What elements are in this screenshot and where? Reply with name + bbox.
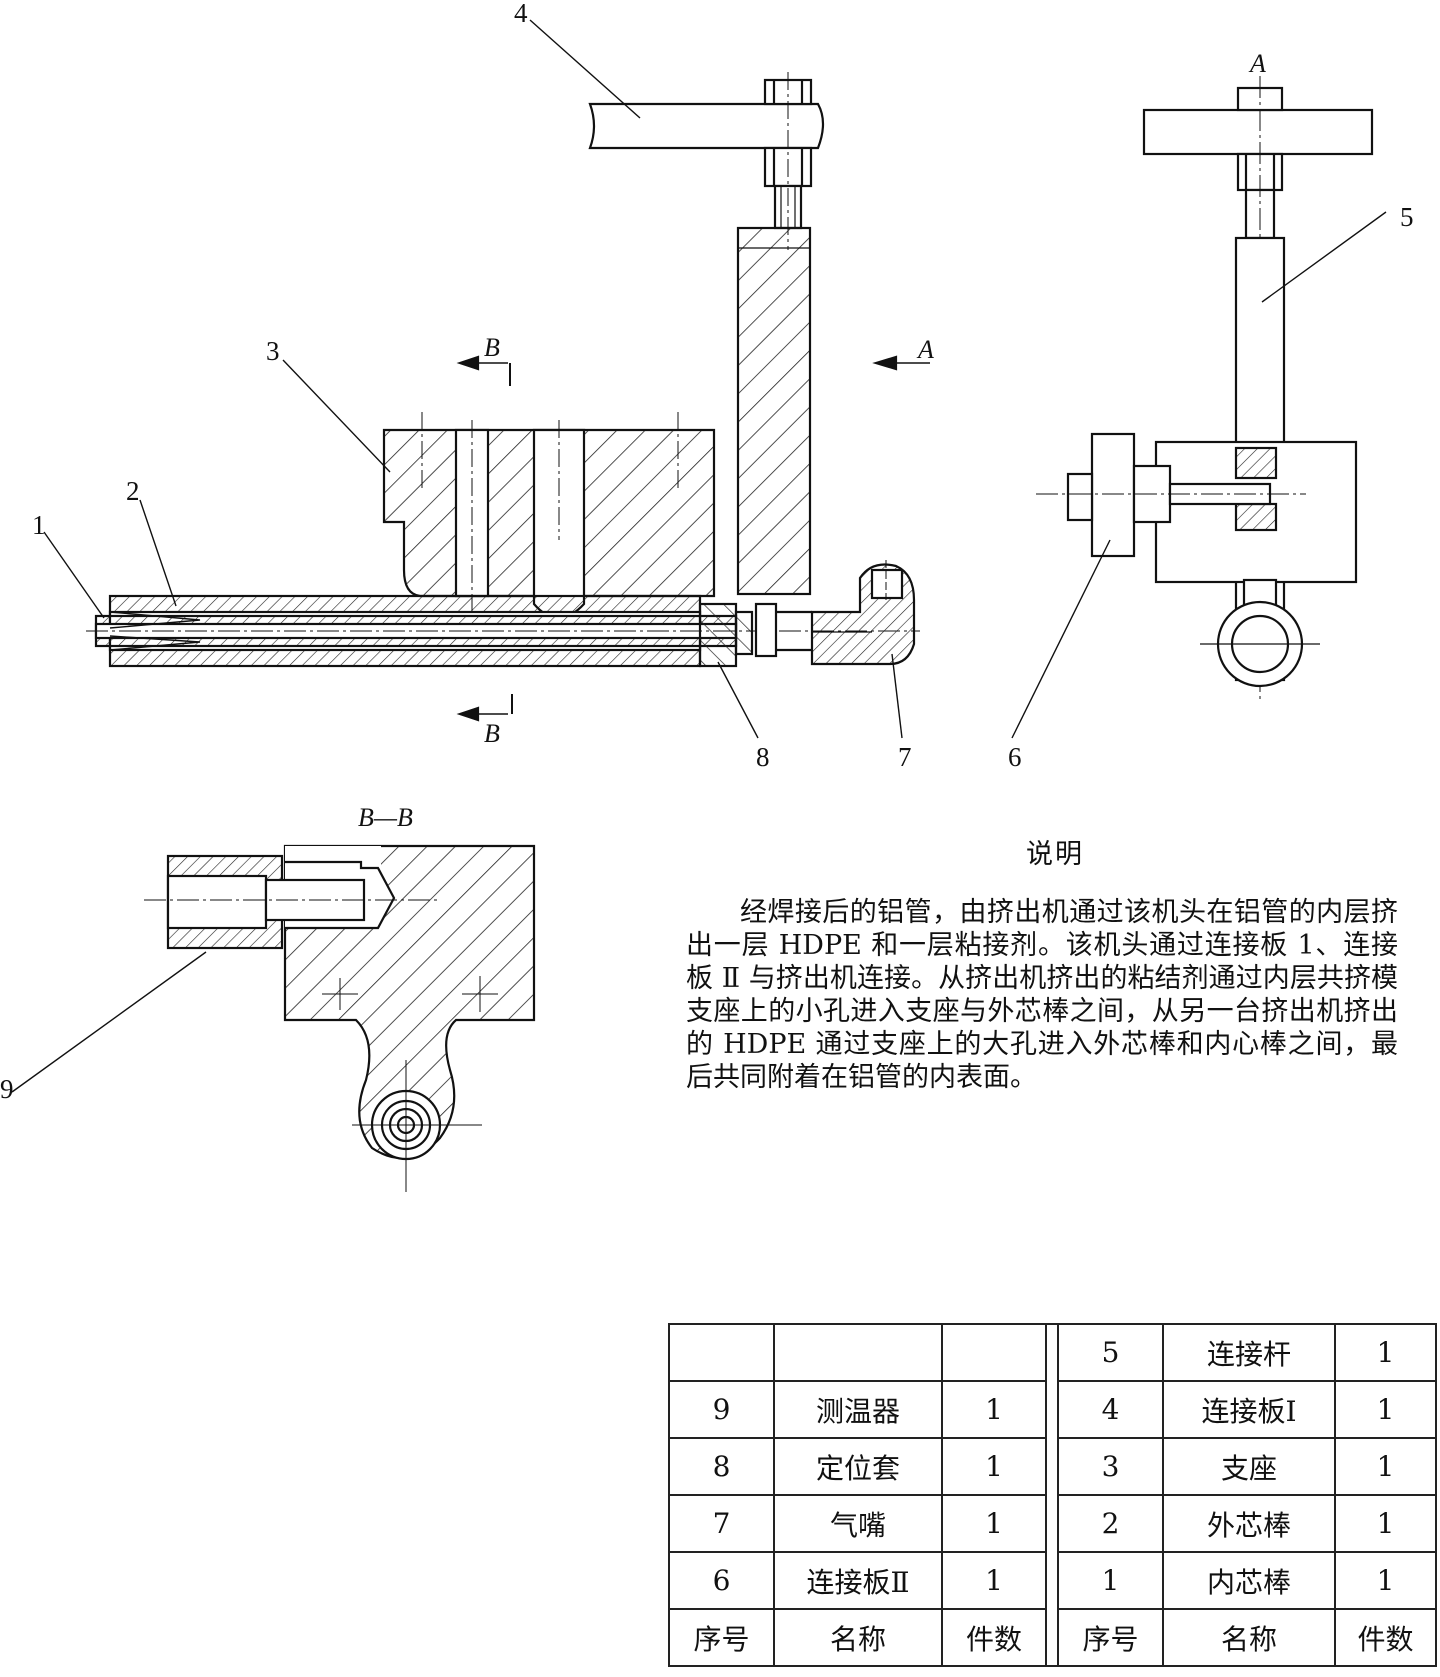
note-body: 经焊接后的铝管，由挤出机通过该机头在铝管的内层挤出一层 HDPE 和一层粘接剂。… [686,896,1398,1094]
table-divider [1045,1438,1059,1495]
part-quantity-cell: 1 [1334,1437,1437,1496]
header-name: 名称 [773,1608,943,1667]
callout-1: 1 [32,510,46,540]
callout-8: 8 [756,742,770,772]
callout-4: 4 [514,0,528,28]
main-view [43,19,930,739]
part-name-cell: 内芯棒 [1162,1551,1336,1610]
part-name-cell: 测温器 [773,1380,943,1439]
header-number: 序号 [1057,1608,1164,1667]
view-a-plate-6 [1090,432,1136,558]
part-number-cell: 6 [668,1551,775,1610]
part-name-cell: 连接杆 [1162,1323,1336,1382]
part-quantity-cell: 1 [1334,1494,1437,1553]
header-quantity: 件数 [941,1608,1047,1667]
part-number-cell: 1 [1057,1551,1164,1610]
part-quantity-cell [941,1323,1047,1382]
part-number-cell: 5 [1057,1323,1164,1382]
locating-sleeve [698,602,738,668]
callout-2: 2 [126,476,140,506]
table-header-row: 序号名称件数序号名称件数 [668,1608,1437,1667]
part-number-cell: 2 [1057,1494,1164,1553]
callout-5: 5 [1400,202,1414,232]
header-name: 名称 [1162,1608,1336,1667]
part-name-cell: 气嘴 [773,1494,943,1553]
part-name-cell: 连接板Ⅱ [773,1551,943,1610]
part-number-cell: 3 [1057,1437,1164,1496]
table-divider [1045,1552,1059,1609]
part-number-cell: 7 [668,1494,775,1553]
section-b-bottom-letter: B [484,719,500,748]
table-divider [1045,1495,1059,1552]
callout-6: 6 [1008,742,1022,772]
part-number-cell [668,1323,775,1382]
table-divider [1045,1381,1059,1438]
view-a-letter: A [1248,49,1266,78]
view-a-plate [1142,108,1374,156]
part-number-cell: 8 [668,1437,775,1496]
part-name-cell: 定位套 [773,1437,943,1496]
part-name-cell: 连接板Ⅰ [1162,1380,1336,1439]
part-quantity-cell: 1 [941,1494,1047,1553]
note-text: 经焊接后的铝管，由挤出机通过该机头在铝管的内层挤出一层 HDPE 和一层粘接剂。… [686,897,1398,1093]
connecting-plate-1 [588,102,825,150]
callout-3: 3 [266,336,280,366]
table-divider [1045,1609,1059,1667]
part-number-cell: 4 [1057,1380,1164,1439]
part-number-cell: 9 [668,1380,775,1439]
note-title: 说明 [1026,839,1084,870]
callout-7: 7 [898,742,912,772]
part-quantity-cell: 1 [1334,1323,1437,1382]
part-name-cell [773,1323,943,1382]
section-b-b-title: B—B [358,803,413,832]
part-quantity-cell: 1 [1334,1551,1437,1610]
part-name-cell: 支座 [1162,1437,1336,1496]
header-quantity: 件数 [1334,1608,1437,1667]
connecting-rod [736,226,812,596]
part-quantity-cell: 1 [1334,1380,1437,1439]
part-quantity-cell: 1 [941,1437,1047,1496]
section-b-top-letter: B [484,333,500,362]
header-number: 序号 [668,1608,775,1667]
section-b-b [11,844,536,1192]
view-a-arrow-letter: A [916,335,934,364]
part-name-cell: 外芯棒 [1162,1494,1336,1553]
callout-9: 9 [0,1074,14,1104]
table-divider [1045,1323,1059,1381]
callout-labels: 1 2 3 4 5 6 7 8 9 [0,0,1414,1104]
section-labels: A A B B B—B [358,49,1266,832]
part-quantity-cell: 1 [941,1380,1047,1439]
view-a [1011,76,1387,739]
part-quantity-cell: 1 [941,1551,1047,1610]
